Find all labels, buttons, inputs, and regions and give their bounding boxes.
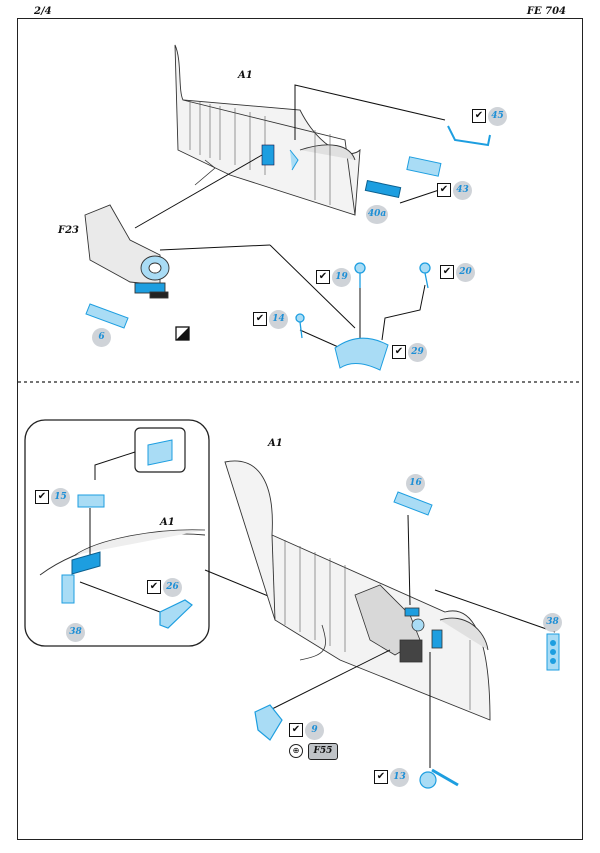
label-a1-top: A1 [238,70,253,81]
label-f23: F23 [58,225,80,236]
reference-icon: ⊕ [289,744,303,758]
part-6 [85,303,129,329]
inset-part-26 [159,599,193,629]
part-43 [406,156,442,177]
part-45 [447,125,491,147]
callout-13: 13 [390,768,409,787]
callout-26: 26 [163,578,182,597]
callout-43: 43 [453,181,472,200]
callout-9: 9 [305,721,324,740]
part-14 [295,313,305,339]
callout-19: 19 [332,268,351,287]
checkbox-19[interactable]: ✔ [316,270,330,284]
part-16 [393,491,433,516]
part-9 [254,704,283,741]
part-40a [364,179,402,199]
part-20 [419,262,431,289]
fuselage-ribs-top [189,100,331,205]
callout-38-inset: 38 [66,623,85,642]
part-installed-bracket [289,149,299,171]
checkbox-45[interactable]: ✔ [472,109,486,123]
part-installed-top [261,144,275,166]
part-13 [419,768,459,789]
page-frame [17,18,583,840]
callout-38: 38 [543,613,562,632]
callout-15: 15 [51,488,70,507]
label-a1-bottom: A1 [268,438,283,449]
inset-zoom-part [147,439,173,466]
inset-part-15 [77,494,105,508]
checkbox-26[interactable]: ✔ [147,580,161,594]
checkbox-13[interactable]: ✔ [374,770,388,784]
label-a1-inset: A1 [160,517,175,528]
callout-45: 45 [488,107,507,126]
inset-part-38 [61,574,75,604]
checkbox-43[interactable]: ✔ [437,183,451,197]
callout-29: 29 [408,343,427,362]
page-number: 2/4 [34,6,52,17]
seat-assembly-bottom [354,584,443,663]
part-f23 [84,204,170,299]
callout-20: 20 [456,263,475,282]
callout-6: 6 [92,328,111,347]
fuselage-panel-top [174,44,361,216]
callout-14: 14 [269,310,288,329]
leader-lines-bottom [269,514,556,768]
part-29 [334,337,389,371]
checkbox-15[interactable]: ✔ [35,490,49,504]
callout-16: 16 [406,474,425,493]
callout-40a: 40a [366,205,388,224]
part-19 [354,262,366,288]
product-code: FE 704 [526,6,566,17]
inset-part-installed [71,551,101,575]
checkbox-14[interactable]: ✔ [253,312,267,326]
checkbox-29[interactable]: ✔ [392,345,406,359]
badge-f55: F55 [308,743,338,760]
fuselage-ribs-bottom [284,540,471,710]
checkbox-20[interactable]: ✔ [440,265,454,279]
checkbox-9[interactable]: ✔ [289,723,303,737]
fuselage-panel-bottom [224,460,491,721]
